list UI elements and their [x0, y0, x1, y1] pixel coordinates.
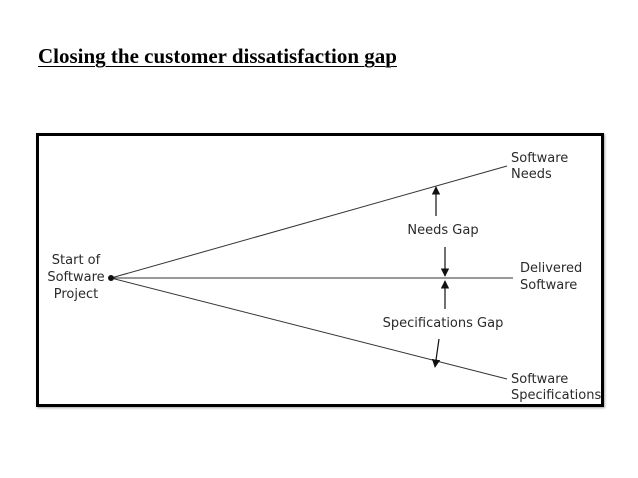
specs-gap-label: Specifications Gap: [383, 316, 504, 331]
needs-gap-label: Needs Gap: [407, 223, 478, 238]
specs-label-line-1: Software: [511, 372, 568, 387]
diagram-frame: Start of Software Project Software Needs…: [36, 133, 604, 407]
start-label-line-3: Project: [54, 287, 98, 302]
specs-gap-arrow-down: [431, 338, 441, 368]
specs-label-line-2: Specifications: [511, 388, 601, 403]
needs-label-line-2: Needs: [511, 167, 552, 182]
delivered-label-line-1: Delivered: [520, 261, 582, 276]
specs-line: [110, 277, 508, 380]
start-point-dot: [108, 275, 114, 281]
needs-label-line-1: Software: [511, 151, 568, 166]
gap-diagram: Start of Software Project Software Needs…: [47, 151, 601, 403]
page-title: Closing the customer dissatisfaction gap: [38, 44, 397, 68]
start-label-line-2: Software: [47, 270, 104, 285]
delivered-label-line-2: Software: [520, 278, 577, 293]
needs-line: [110, 165, 508, 279]
start-label-line-1: Start of: [52, 253, 101, 268]
